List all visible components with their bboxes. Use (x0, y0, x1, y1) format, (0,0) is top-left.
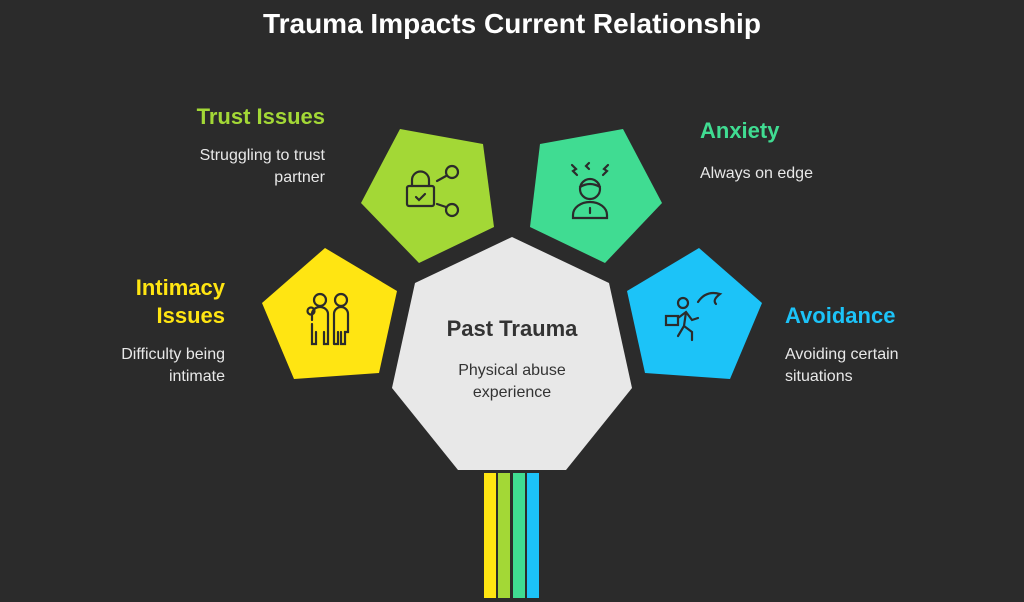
center-desc: Physical abuse experience (458, 362, 566, 401)
anxiety-title: Anxiety (700, 118, 780, 143)
stem-bar-yellow (484, 473, 496, 598)
avoidance-pentagon (627, 248, 762, 379)
anxiety-desc: Always on edge (700, 165, 813, 182)
stem-bar-blue (527, 473, 539, 598)
intimacy-pentagon (262, 248, 397, 379)
person-running-icon (664, 291, 723, 342)
avoidance-title: Avoidance (785, 303, 896, 328)
two-people-icon (306, 292, 350, 346)
avoidance-desc: Avoiding certain situations (785, 346, 899, 385)
trust-pentagon (361, 129, 494, 263)
diagram-title: Trauma Impacts Current Relationship (263, 8, 761, 39)
stem-bar-teal (513, 473, 525, 598)
stressed-person-icon (570, 161, 610, 220)
center-title: Past Trauma (446, 316, 578, 341)
stem-bar-green (498, 473, 510, 598)
intimacy-issues-desc: Difficulty being intimate (121, 346, 225, 385)
lock-share-icon (405, 164, 460, 218)
center-heptagon (392, 237, 632, 470)
trust-issues-desc: Struggling to trust partner (199, 147, 325, 186)
intimacy-issues-title: Intimacy Issues (135, 275, 225, 328)
trust-issues-title: Trust Issues (196, 104, 325, 129)
